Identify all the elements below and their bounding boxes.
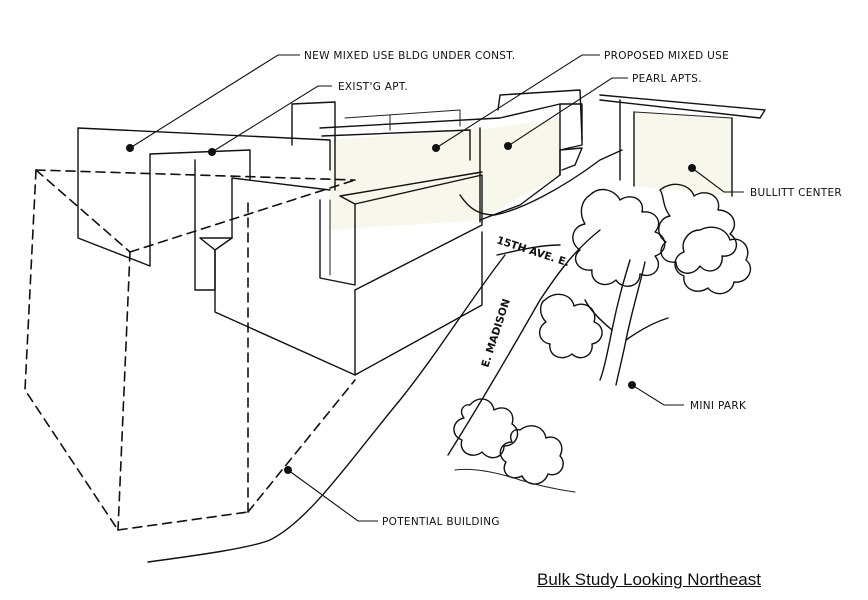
label-pearl-apts: PEARL APTS. — [632, 73, 702, 85]
existing-apartment-building — [214, 139, 483, 376]
proposed-mixed-use-marker — [432, 144, 440, 152]
label-existing-apt: EXIST'G APT. — [338, 81, 408, 93]
mini-park-marker — [628, 381, 636, 389]
potential-building-marker — [284, 466, 292, 474]
street-label-e-madison: E. MADISON — [479, 297, 512, 369]
street-label-15th-ave: 15TH AVE. E. — [495, 234, 571, 269]
label-mini-park: MINI PARK — [690, 400, 747, 412]
label-new-mixed-use: NEW MIXED USE BLDG UNDER CONST. — [304, 50, 515, 62]
leader-lines — [126, 54, 744, 522]
new-mixed-use-marker — [126, 144, 134, 152]
label-bullitt-center: BULLITT CENTER — [750, 187, 842, 199]
existing-apt-marker — [208, 148, 216, 156]
label-potential-building: POTENTIAL BUILDING — [382, 516, 500, 528]
street-curbs — [147, 149, 623, 563]
mini-park-trees — [453, 183, 752, 493]
pearl-apts-marker — [504, 142, 512, 150]
label-proposed-mixed-use: PROPOSED MIXED USE — [604, 50, 729, 62]
bullitt-center-building — [599, 94, 766, 197]
labels: NEW MIXED USE BLDG UNDER CONST. EXIST'G … — [304, 50, 842, 528]
bullitt-center-marker — [688, 164, 696, 172]
figure-caption: Bulk Study Looking Northeast — [537, 570, 761, 589]
potential-building-envelope — [24, 169, 356, 531]
new-mixed-use-building — [77, 101, 471, 291]
proposed-mixed-use-building — [319, 89, 583, 230]
